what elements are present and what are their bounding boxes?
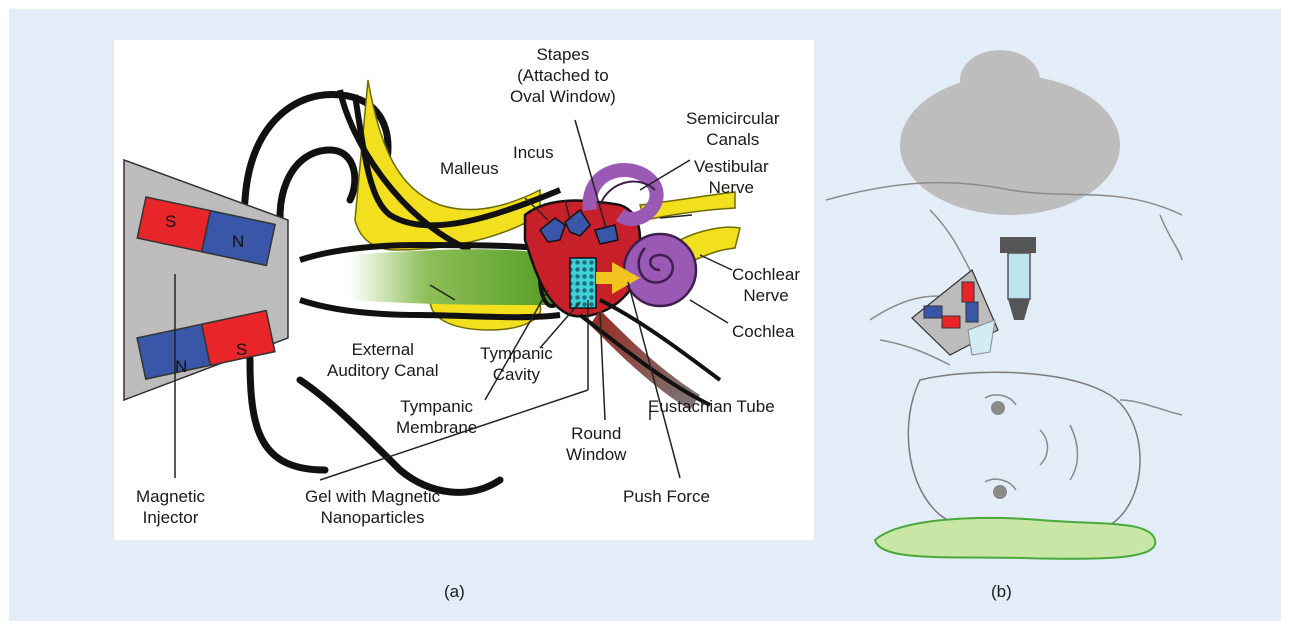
label-stapes: Stapes (Attached to Oval Window): [510, 44, 616, 107]
label-tympanic-cavity: Tympanic Cavity: [480, 343, 553, 385]
hand-held-injector: [912, 270, 998, 355]
caption-a: (a): [444, 581, 465, 602]
magnet-bottom-s: S: [236, 340, 247, 360]
label-push-force: Push Force: [623, 486, 710, 507]
patient-scene: [826, 50, 1182, 539]
label-magnetic-injector: Magnetic Injector: [136, 486, 205, 528]
label-semicircular-canals: Semicircular Canals: [686, 108, 780, 150]
caption-b: (b): [991, 581, 1012, 602]
gel-shape: [570, 258, 596, 308]
magnet-top-s: S: [165, 212, 176, 232]
label-gel-nanoparticles: Gel with Magnetic Nanoparticles: [305, 486, 440, 528]
magnet-bottom-n: N: [175, 357, 187, 377]
pillow: [875, 518, 1155, 559]
microscope-objective: [1000, 237, 1036, 320]
label-malleus: Malleus: [440, 158, 499, 179]
label-external-auditory-canal: External Auditory Canal: [327, 339, 439, 381]
label-tympanic-membrane: Tympanic Membrane: [396, 396, 477, 438]
label-cochlea: Cochlea: [732, 321, 794, 342]
label-eustachian-tube: Eustachian Tube: [648, 396, 775, 417]
face-outline: [908, 372, 1140, 539]
label-vestibular-nerve: Vestibular Nerve: [694, 156, 769, 198]
magnet-top-n: N: [232, 232, 244, 252]
patient-eyes: [991, 401, 1007, 499]
label-incus: Incus: [513, 142, 554, 163]
label-cochlear-nerve: Cochlear Nerve: [732, 264, 800, 306]
label-round-window: Round Window: [566, 423, 626, 465]
